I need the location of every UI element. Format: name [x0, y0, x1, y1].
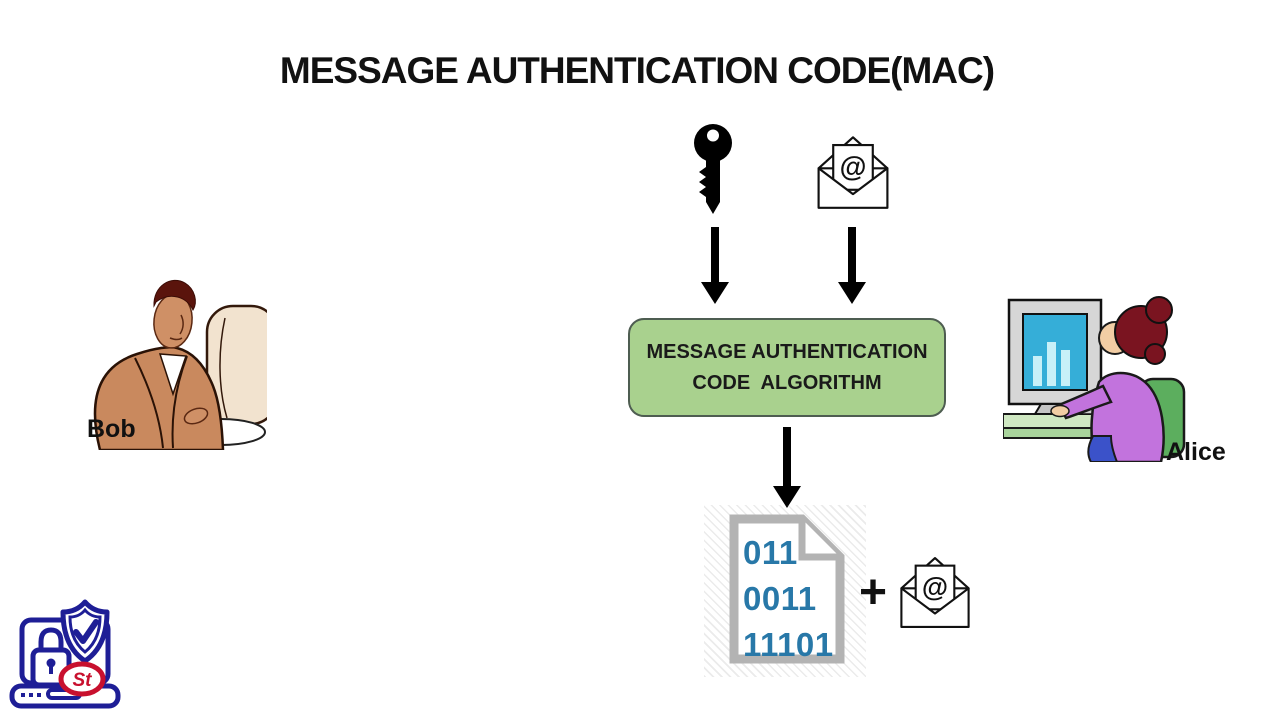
mac-algorithm-box: MESSAGE AUTHENTICATION CODE ALGORITHM — [628, 318, 946, 417]
arrow-down-icon — [773, 427, 801, 508]
alice-hair-curl — [1144, 343, 1166, 365]
envelope-at-icon: @ — [900, 557, 970, 629]
at-symbol: @ — [840, 151, 867, 182]
alice-chart-bar — [1061, 350, 1070, 386]
plus-sign: + — [858, 566, 888, 619]
laptop-dots — [21, 693, 41, 697]
mac-box-line2: CODE ALGORITHM — [692, 371, 882, 394]
envelope-front — [900, 587, 970, 629]
bob-lapels — [134, 355, 188, 449]
bob-clipart — [93, 279, 267, 450]
arrow-head — [773, 486, 801, 508]
arrow-head — [838, 282, 866, 304]
alice-skirt — [1087, 435, 1119, 462]
alice-hand — [1050, 404, 1070, 418]
envelope-at-icon: @ — [817, 136, 889, 209]
alice-arm — [1057, 384, 1113, 420]
university-monogram: St — [73, 670, 93, 691]
lock-keyhole-stem — [49, 665, 53, 674]
bob-label: Bob — [87, 415, 136, 443]
binary-document: 011 0011 11101 — [726, 513, 848, 665]
arrow-head — [701, 282, 729, 304]
arrow-shaft — [783, 427, 791, 486]
envelope-front — [817, 167, 889, 209]
alice-clipart — [1003, 296, 1186, 462]
lock-keyhole — [46, 658, 56, 668]
page-title: MESSAGE AUTHENTICATION CODE(MAC) — [279, 50, 995, 91]
key-hole — [707, 129, 719, 142]
binary-line-3: 11101 — [743, 626, 834, 663]
arrow-shaft — [848, 227, 856, 282]
bob-face-lines — [169, 314, 184, 341]
university-logo-ring — [58, 661, 106, 697]
bob-monitor-edge — [219, 317, 228, 419]
document-fold-corner — [798, 519, 840, 561]
arrow-shaft — [711, 227, 719, 282]
at-symbol: @ — [922, 572, 948, 602]
document-outline-icon — [729, 514, 845, 664]
alice-label: Alice — [1166, 438, 1226, 466]
arrow-down-icon — [701, 227, 729, 304]
mac-box-line1: MESSAGE AUTHENTICATION — [646, 340, 928, 363]
binary-lines: 011 0011 11101 — [743, 530, 834, 668]
bob-hand — [183, 407, 209, 425]
binary-line-2: 0011 — [743, 580, 817, 617]
alice-chart-bar — [1047, 342, 1056, 386]
letter-sheet — [914, 564, 956, 611]
key-head — [694, 124, 732, 162]
key-icon — [694, 124, 732, 214]
security-logo: St — [9, 599, 121, 709]
bob-hair — [153, 279, 196, 312]
arrow-down-icon — [838, 227, 866, 304]
alice-hair-bun — [1145, 296, 1173, 324]
bob-shirt — [158, 353, 188, 397]
key-shaft — [699, 157, 720, 214]
check-icon — [73, 619, 99, 644]
binary-line-1: 011 — [743, 534, 798, 571]
letter-sheet — [832, 143, 874, 191]
lock-shackle — [38, 627, 64, 652]
shield-inner-line — [68, 607, 102, 654]
alice-chart-bar — [1033, 356, 1042, 386]
